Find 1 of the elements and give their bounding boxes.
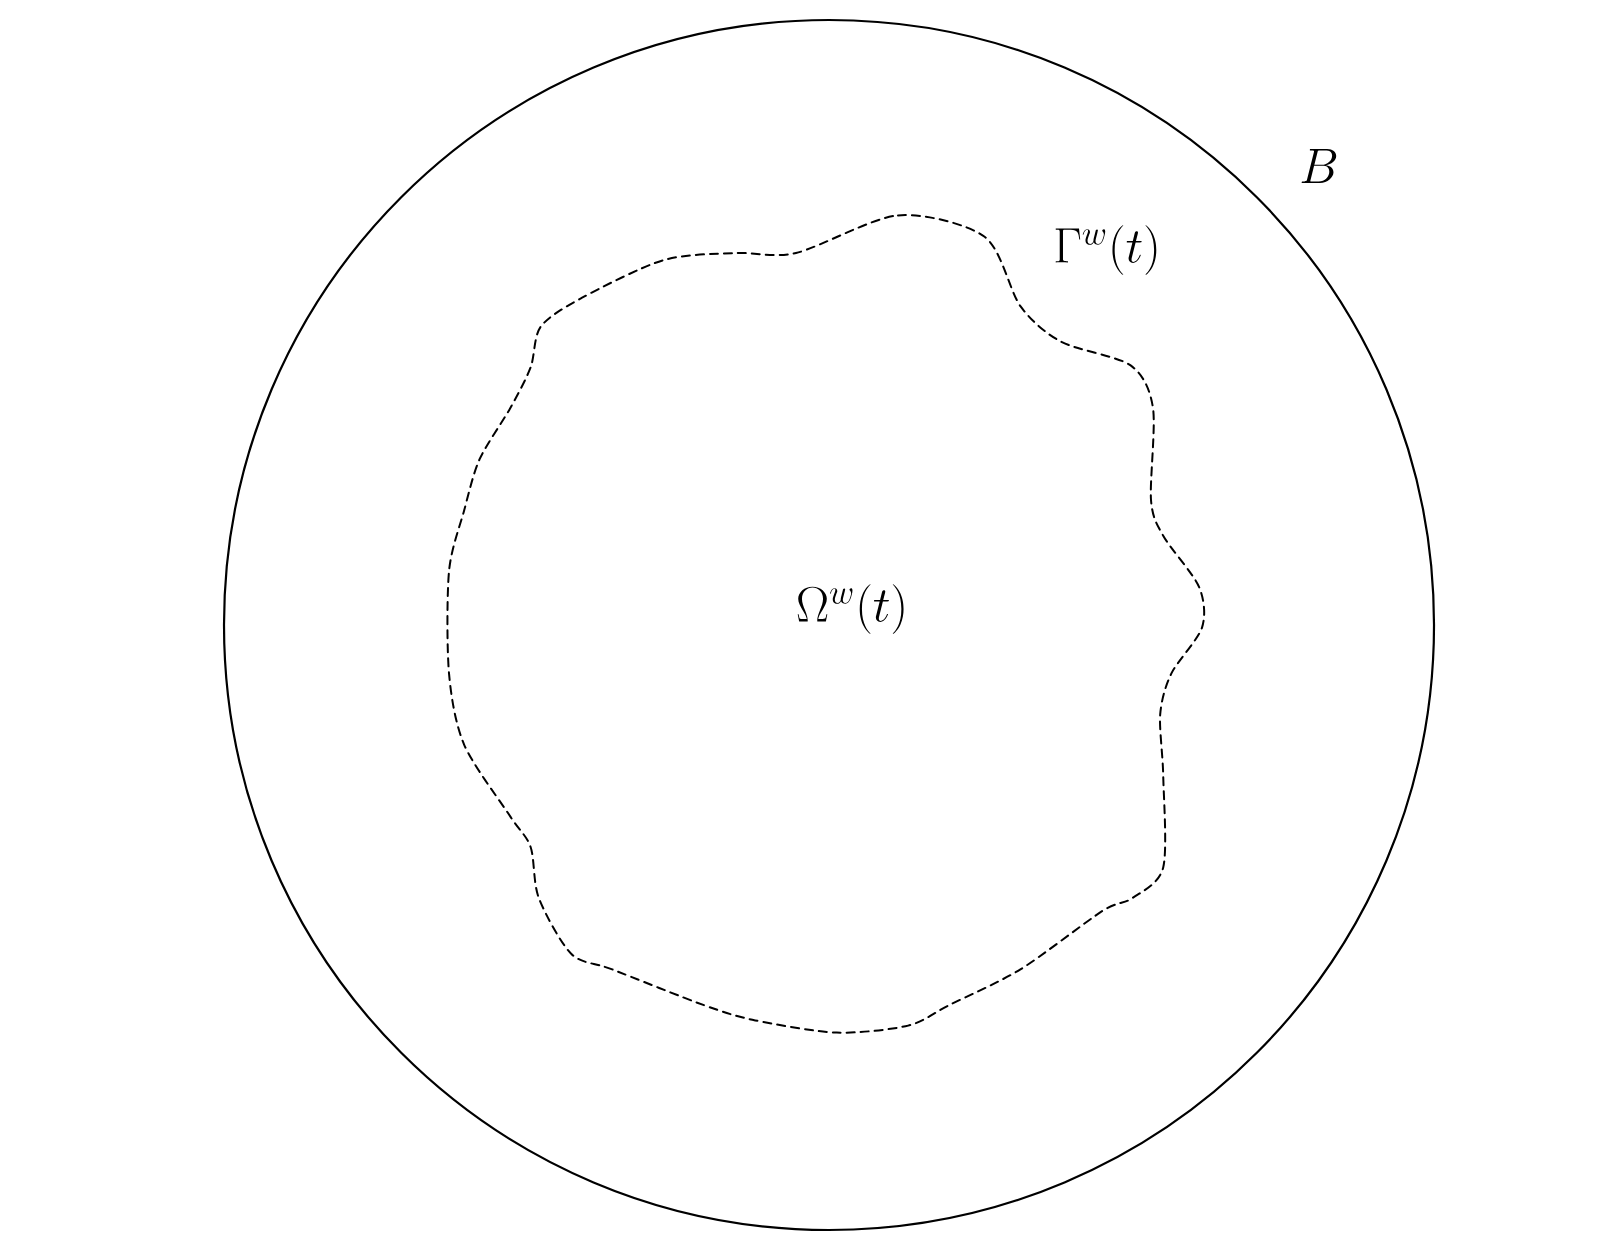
boundary-label: $\Gamma^w(t)$	[1055, 225, 1157, 275]
